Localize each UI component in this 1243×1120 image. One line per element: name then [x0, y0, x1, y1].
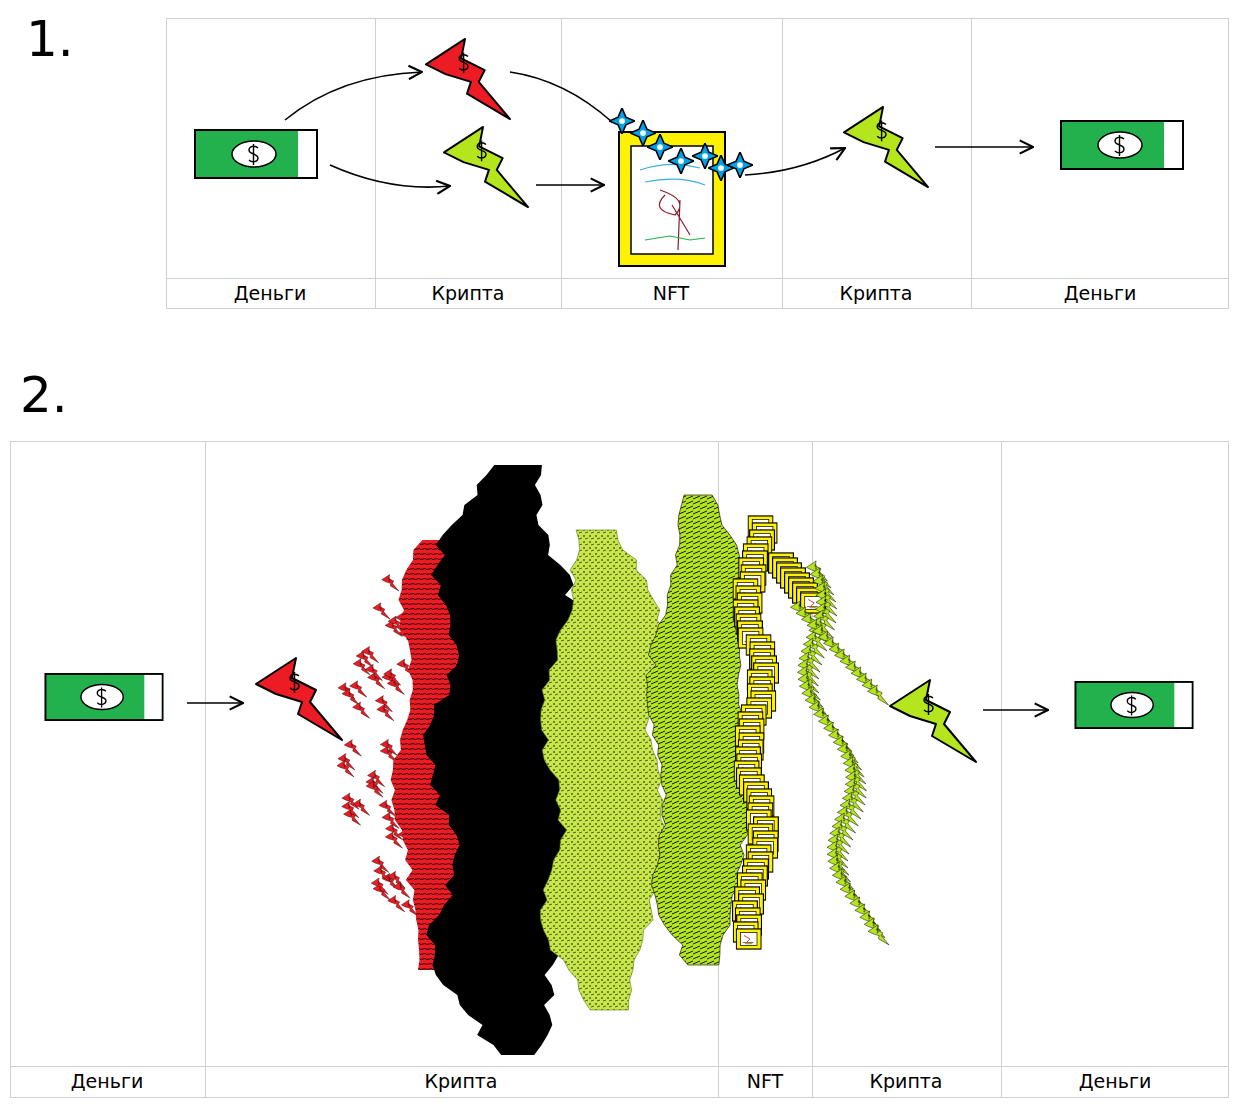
column-label: Крипта	[869, 1071, 942, 1092]
column-label: NFT	[747, 1071, 783, 1092]
mixing-illustration	[337, 465, 889, 1055]
table-grid	[10, 441, 1229, 1098]
column-label: Деньги	[1079, 1071, 1151, 1092]
column-label: Деньги	[71, 1071, 143, 1092]
flow-illustration	[45, 658, 1192, 762]
panel-number: 2.	[20, 368, 68, 423]
panel-number: 1.	[26, 12, 74, 67]
column-label: Крипта	[431, 283, 504, 304]
table-grid	[166, 18, 1229, 309]
column-label: Крипта	[424, 1071, 497, 1092]
column-label: NFT	[653, 283, 689, 304]
column-label: Деньги	[234, 283, 306, 304]
column-label: Деньги	[1064, 283, 1136, 304]
column-label: Крипта	[839, 283, 912, 304]
flow-illustration	[195, 39, 1183, 266]
